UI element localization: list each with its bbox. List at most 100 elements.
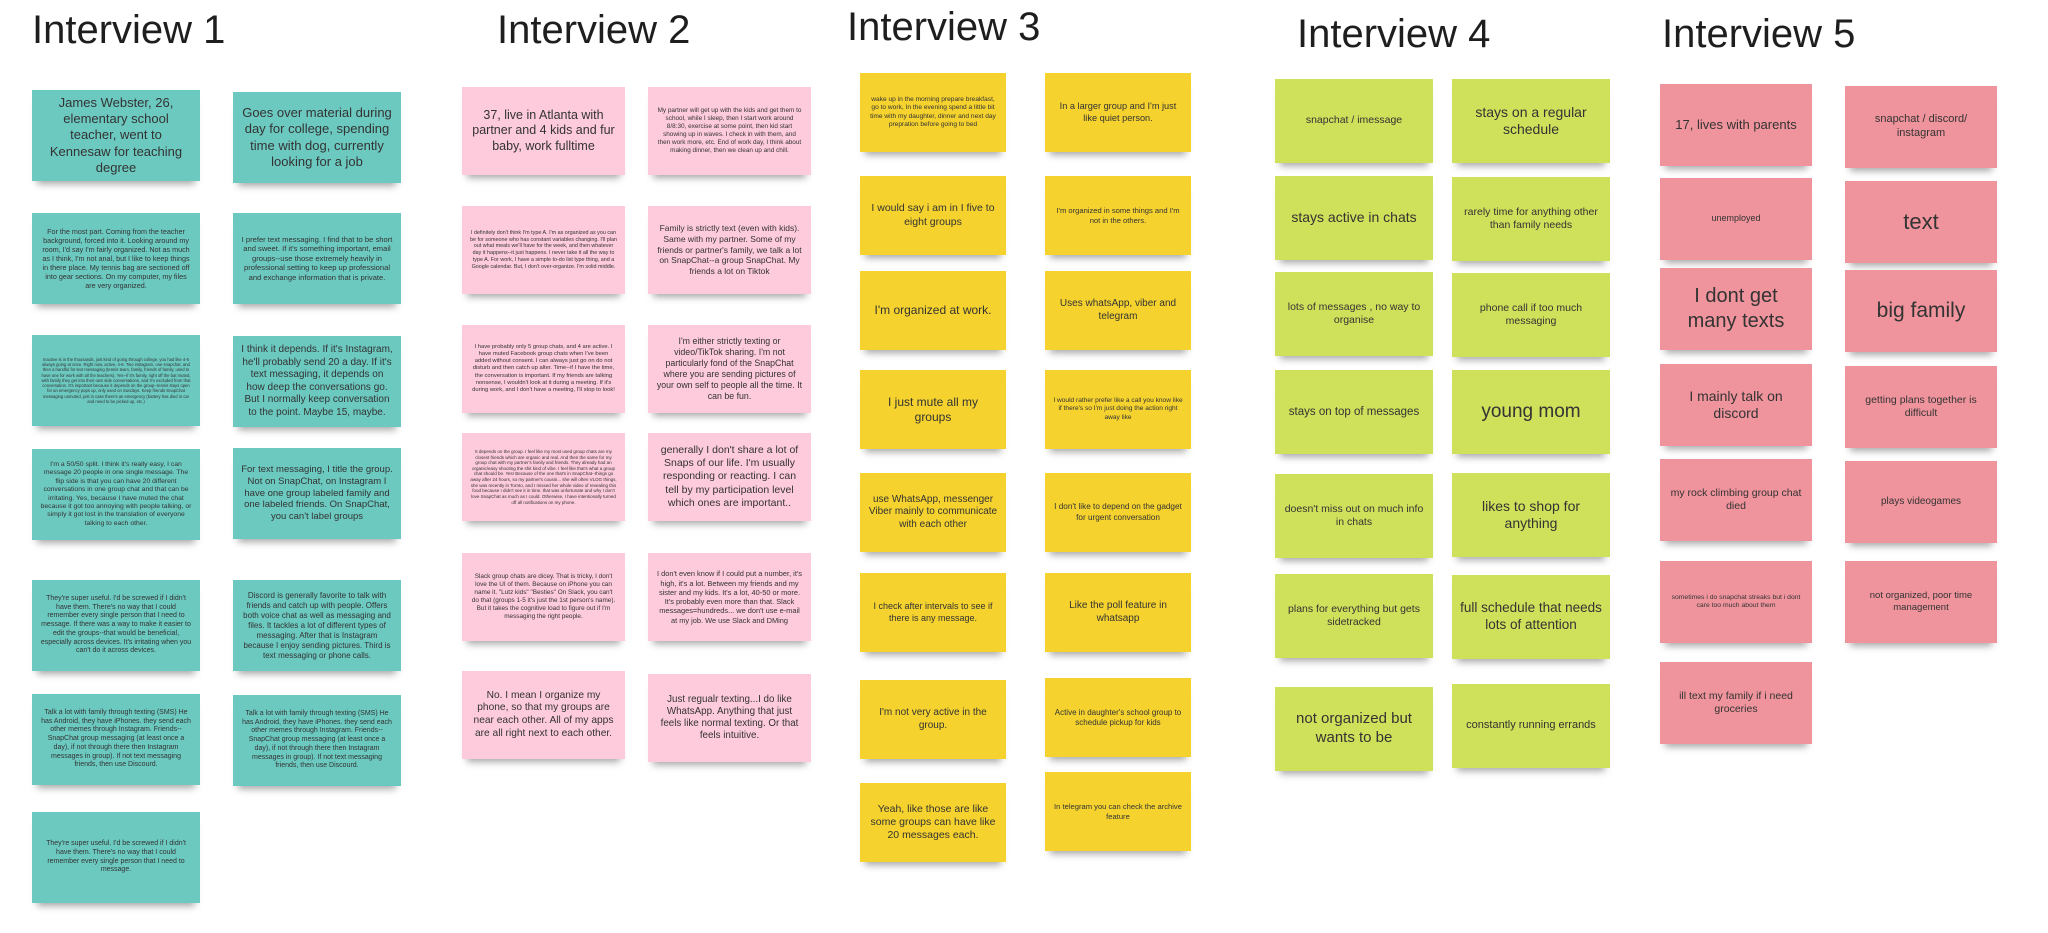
sticky-note[interactable]: snapchat / imessage [1275, 79, 1433, 163]
sticky-note-text: young mom [1481, 401, 1581, 423]
sticky-note[interactable]: Inactive is in the thousands, just kind … [32, 335, 200, 426]
sticky-note[interactable]: big family [1845, 270, 1997, 352]
sticky-note-text: I'm a 50/50 split. I think it's really e… [40, 460, 192, 527]
sticky-note[interactable]: In telegram you can check the archive fe… [1045, 772, 1191, 851]
sticky-note[interactable]: I check after intervals to see if there … [860, 573, 1006, 652]
sticky-note[interactable]: Uses whatsApp, viber and telegram [1045, 271, 1191, 350]
sticky-note[interactable]: plays videogames [1845, 461, 1997, 543]
sticky-note[interactable]: ill text my family if i need groceries [1660, 662, 1812, 744]
sticky-note[interactable]: They're super useful. I'd be screwed if … [32, 580, 200, 671]
sticky-note-text: plans for everything but gets sidetracke… [1288, 602, 1420, 628]
sticky-note[interactable]: I would rather prefer like a call you kn… [1045, 370, 1191, 449]
sticky-note[interactable]: constantly running errands [1452, 684, 1610, 768]
sticky-note-text: my rock climbing group chat died [1670, 486, 1802, 512]
sticky-note[interactable]: For text messaging, I title the group. N… [233, 448, 401, 539]
sticky-note[interactable]: use WhatsApp, messenger Viber mainly to … [860, 473, 1006, 552]
sticky-note[interactable]: getting plans together is difficult [1845, 366, 1997, 448]
sticky-note[interactable]: Talk a lot with family through texting (… [233, 695, 401, 786]
sticky-note[interactable]: lots of messages , no way to organise [1275, 272, 1433, 356]
sticky-note[interactable]: I'm organized at work. [860, 271, 1006, 350]
sticky-note-text: snapchat / discord/ instagram [1874, 113, 1968, 139]
sticky-note[interactable]: I mainly talk on discord [1660, 364, 1812, 446]
sticky-note[interactable]: I have probably only 5 group chats, and … [462, 325, 625, 413]
sticky-note[interactable]: I'm either strictly texting or video/Tik… [648, 325, 811, 413]
sticky-note[interactable]: Goes over material during day for colleg… [233, 92, 401, 183]
sticky-note-text: Talk a lot with family through texting (… [41, 708, 191, 769]
sticky-note-text: ill text my family if i need groceries [1679, 689, 1793, 715]
sticky-note[interactable]: stays on a regular schedule [1452, 79, 1610, 163]
sticky-note[interactable]: Slack group chats are dicey. That is tri… [462, 553, 625, 641]
sticky-note-text: I'm organized at work. [874, 303, 992, 317]
sticky-note[interactable]: I would say i am in I five to eight grou… [860, 176, 1006, 255]
sticky-note[interactable]: They're super useful. I'd be screwed if … [32, 812, 200, 903]
sticky-note-text: I don't like to depend on the gadget for… [1054, 502, 1182, 522]
sticky-note[interactable]: It depends on the group. I feel like my … [462, 433, 625, 521]
sticky-note[interactable]: phone call if too much messaging [1452, 273, 1610, 357]
sticky-note[interactable]: wake up in the morning prepare breakfast… [860, 73, 1006, 152]
sticky-note[interactable]: I just mute all my groups [860, 370, 1006, 449]
sticky-note[interactable]: I'm organized in some things and I'm not… [1045, 176, 1191, 255]
sticky-note-text: full schedule that needs lots of attenti… [1460, 600, 1602, 632]
sticky-note[interactable]: I definitely don't think I'm type A. I'm… [462, 206, 625, 294]
sticky-note[interactable]: 17, lives with parents [1660, 84, 1812, 166]
sticky-note[interactable]: not organized but wants to be [1275, 687, 1433, 771]
sticky-note[interactable]: snapchat / discord/ instagram [1845, 86, 1997, 168]
sticky-note[interactable]: plans for everything but gets sidetracke… [1275, 574, 1433, 658]
interview-3-title: Interview 3 [847, 5, 1041, 49]
sticky-note[interactable]: Like the poll feature in whatsapp [1045, 573, 1191, 652]
sticky-note[interactable]: stays active in chats [1275, 176, 1433, 260]
sticky-note[interactable]: I'm a 50/50 split. I think it's really e… [32, 449, 200, 540]
sticky-note[interactable]: sometimes i do snapchat streaks but i do… [1660, 561, 1812, 643]
sticky-note[interactable]: Yeah, like those are like some groups ca… [860, 783, 1006, 862]
sticky-note-text: doesn't miss out on much info in chats [1284, 502, 1424, 528]
sticky-note[interactable]: I prefer text messaging. I find that to … [233, 213, 401, 304]
sticky-note[interactable]: Discord is generally favorite to talk wi… [233, 580, 401, 671]
sticky-note-text: Family is strictly text (even with kids)… [657, 223, 802, 276]
interview-5-title: Interview 5 [1662, 12, 1856, 56]
sticky-note-text: It depends on the group. I feel like my … [470, 448, 617, 505]
sticky-note-text: I have probably only 5 group chats, and … [472, 343, 615, 394]
sticky-note-text: likes to shop for anything [1481, 497, 1581, 532]
sticky-note[interactable]: 37, live in Atlanta with partner and 4 k… [462, 87, 625, 175]
sticky-note[interactable]: I'm not very active in the group. [860, 680, 1006, 759]
sticky-note[interactable]: stays on top of messages [1275, 370, 1433, 454]
sticky-note[interactable]: full schedule that needs lots of attenti… [1452, 575, 1610, 659]
sticky-note-text: For text messaging, I title the group. N… [241, 463, 393, 523]
sticky-note[interactable]: James Webster, 26, elementary school tea… [32, 90, 200, 181]
sticky-note[interactable]: likes to shop for anything [1452, 473, 1610, 557]
sticky-note[interactable]: unemployed [1660, 178, 1812, 260]
sticky-note[interactable]: generally I don't share a lot of Snaps o… [648, 433, 811, 521]
sticky-note-text: Discord is generally favorite to talk wi… [243, 590, 391, 660]
sticky-note-text: 17, lives with parents [1675, 116, 1797, 132]
sticky-note-text: Just regualr texting...I do like WhatsAp… [660, 693, 799, 742]
sticky-note[interactable]: my rock climbing group chat died [1660, 459, 1812, 541]
sticky-note[interactable]: I don't even know if I could put a numbe… [648, 553, 811, 641]
sticky-note-text: plays videogames [1880, 495, 1962, 507]
sticky-note[interactable]: Active in daughter's school group to sch… [1045, 678, 1191, 757]
sticky-note[interactable]: In a larger group and I'm just like quie… [1045, 73, 1191, 152]
sticky-note[interactable]: Just regualr texting...I do like WhatsAp… [648, 674, 811, 762]
sticky-note-text: I dont get many texts [1687, 285, 1785, 332]
sticky-note[interactable]: I don't like to depend on the gadget for… [1045, 473, 1191, 552]
sticky-note[interactable]: I think it depends. If it's Instagram, h… [233, 336, 401, 427]
sticky-note[interactable]: No. I mean I organize my phone, so that … [462, 671, 625, 759]
sticky-note[interactable]: doesn't miss out on much info in chats [1275, 474, 1433, 558]
sticky-note-text: For the most part. Coming from the teach… [42, 227, 190, 290]
interview-1-title: Interview 1 [32, 8, 226, 52]
sticky-note[interactable]: For the most part. Coming from the teach… [32, 213, 200, 304]
sticky-note-text: I definitely don't think I'm type A. I'm… [470, 229, 617, 270]
sticky-note-text: Active in daughter's school group to sch… [1054, 707, 1182, 727]
sticky-note-text: No. I mean I organize my phone, so that … [473, 689, 614, 739]
sticky-note[interactable]: I dont get many texts [1660, 268, 1812, 350]
sticky-note[interactable]: My partner will get up with the kids and… [648, 87, 811, 175]
sticky-note[interactable]: rarely time for anything other than fami… [1452, 177, 1610, 261]
sticky-note-text: sometimes i do snapchat streaks but i do… [1671, 593, 1801, 609]
sticky-note[interactable]: young mom [1452, 370, 1610, 454]
sticky-note-text: snapchat / imessage [1305, 114, 1403, 127]
sticky-note[interactable]: not organized, poor time management [1845, 561, 1997, 643]
sticky-note[interactable]: Family is strictly text (even with kids)… [648, 206, 811, 294]
sticky-note[interactable]: Talk a lot with family through texting (… [32, 694, 200, 785]
sticky-note[interactable]: text [1845, 181, 1997, 263]
sticky-note-text: use WhatsApp, messenger Viber mainly to … [868, 493, 998, 530]
sticky-note-text: wake up in the morning prepare breakfast… [870, 96, 996, 128]
